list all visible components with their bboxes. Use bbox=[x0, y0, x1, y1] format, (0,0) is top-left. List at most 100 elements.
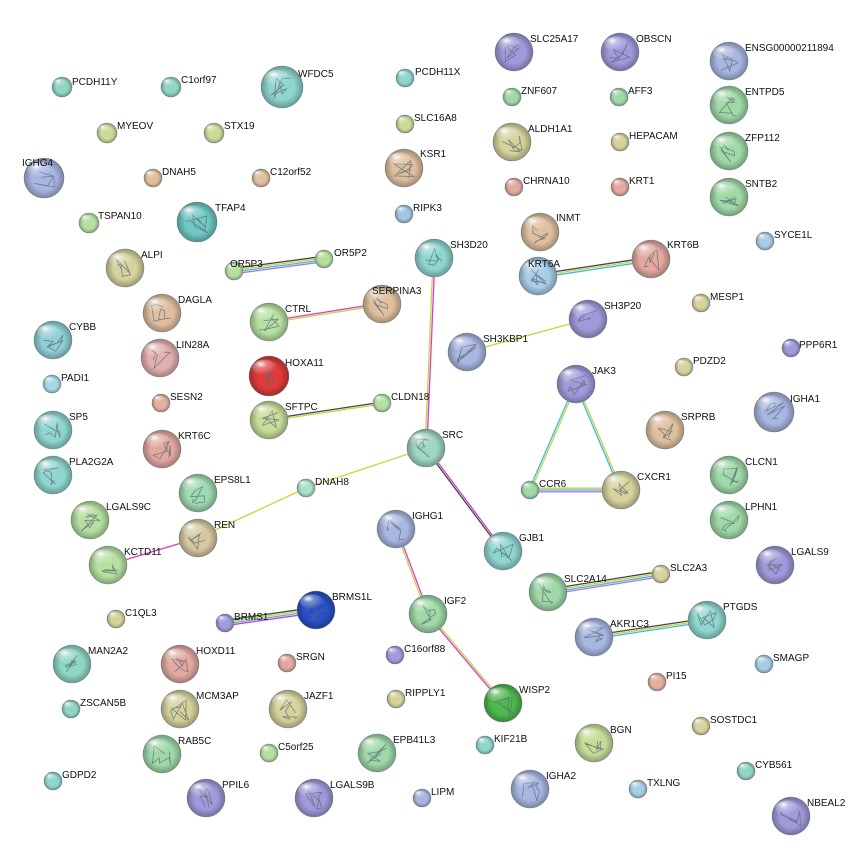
node-igf2[interactable]: IGF2 bbox=[408, 594, 467, 634]
node-ppp6r1[interactable]: PPP6R1 bbox=[781, 338, 838, 358]
node-or5p2[interactable]: OR5P2 bbox=[314, 248, 367, 269]
node-myeov[interactable]: MYEOV bbox=[96, 121, 153, 144]
node-lgals9c[interactable]: LGALS9C bbox=[70, 500, 151, 540]
node-dnah8[interactable]: DNAH8 bbox=[296, 477, 349, 498]
node-clcn1[interactable]: CLCN1 bbox=[709, 455, 778, 495]
node-c5orf25[interactable]: C5orf25 bbox=[259, 742, 314, 763]
node-cyb561[interactable]: CYB561 bbox=[736, 760, 793, 781]
node-alpi[interactable]: ALPI bbox=[105, 248, 163, 288]
node-aldh1a1[interactable]: ALDH1A1 bbox=[492, 122, 573, 162]
node-src[interactable]: SRC bbox=[406, 428, 463, 468]
node-akr1c3[interactable]: AKR1C3 bbox=[574, 617, 649, 657]
node-c1ql3[interactable]: C1QL3 bbox=[106, 608, 157, 629]
node-srprb[interactable]: SRPRB bbox=[645, 410, 716, 450]
node-pcdh11x[interactable]: PCDH11X bbox=[395, 67, 461, 88]
node-sftpc[interactable]: SFTPC bbox=[249, 400, 318, 440]
node-pcdh11y[interactable]: PCDH11Y bbox=[51, 76, 118, 98]
node-nbeal2[interactable]: NBEAL2 bbox=[771, 796, 846, 836]
node-krt6b[interactable]: KRT6B bbox=[631, 239, 699, 279]
node-igha2[interactable]: IGHA2 bbox=[510, 769, 576, 809]
node-slc2a3[interactable]: SLC2A3 bbox=[651, 563, 708, 584]
node-sntb2[interactable]: SNTB2 bbox=[709, 177, 778, 217]
node-mesp1[interactable]: MESP1 bbox=[691, 292, 744, 313]
node-znf607[interactable]: ZNF607 bbox=[502, 86, 558, 107]
node-man2a2[interactable]: MAN2A2 bbox=[52, 644, 128, 684]
node-sh3d20[interactable]: SH3D20 bbox=[414, 238, 488, 278]
node-slc16a8[interactable]: SLC16A8 bbox=[395, 113, 457, 134]
node-igha1[interactable]: IGHA1 bbox=[753, 391, 820, 433]
node-padi1[interactable]: PADI1 bbox=[42, 373, 90, 394]
node-kif21b[interactable]: KIF21B bbox=[475, 734, 528, 755]
node-jazf1[interactable]: JAZF1 bbox=[268, 689, 334, 729]
node-lphn1[interactable]: LPHN1 bbox=[709, 500, 778, 540]
node-ctrl[interactable]: CTRL bbox=[249, 302, 312, 342]
node-chrna10[interactable]: CHRNA10 bbox=[504, 176, 570, 197]
node-ptgds[interactable]: PTGDS bbox=[687, 600, 758, 640]
node-stx19[interactable]: STX19 bbox=[203, 121, 255, 144]
node-krt6a[interactable]: KRT6A bbox=[518, 256, 560, 296]
node-entpd5[interactable]: ENTPD5 bbox=[709, 85, 785, 125]
node-sh3kbp1[interactable]: SH3KBP1 bbox=[447, 332, 528, 372]
node-lgals9[interactable]: LGALS9 bbox=[755, 545, 829, 585]
node-cxcr1[interactable]: CXCR1 bbox=[601, 470, 671, 510]
node-rab5c[interactable]: RAB5C bbox=[142, 734, 211, 774]
node-zfp112[interactable]: ZFP112 bbox=[709, 131, 780, 171]
node-syce1l[interactable]: SYCE1L bbox=[755, 230, 813, 251]
node-smagp[interactable]: SMAGP bbox=[754, 653, 809, 674]
node-ighg4[interactable]: IGHG4 bbox=[22, 157, 65, 199]
node-srgn[interactable]: SRGN bbox=[277, 652, 325, 673]
node-c12orf52[interactable]: C12orf52 bbox=[251, 167, 312, 188]
node-krt1[interactable]: KRT1 bbox=[610, 176, 655, 197]
node-mcm3ap[interactable]: MCM3AP bbox=[160, 689, 239, 729]
node-ripply1[interactable]: RIPPLY1 bbox=[386, 688, 446, 709]
node-wisp2[interactable]: WISP2 bbox=[483, 683, 551, 723]
node-slc2a14[interactable]: SLC2A14 bbox=[528, 572, 607, 612]
node-tspan10[interactable]: TSPAN10 bbox=[78, 211, 142, 234]
node-hepacam[interactable]: HEPACAM bbox=[610, 131, 678, 152]
node-tfap4[interactable]: TFAP4 bbox=[176, 201, 246, 243]
node-ighg1[interactable]: IGHG1 bbox=[376, 509, 444, 549]
node-lin28a[interactable]: LIN28A bbox=[140, 338, 210, 378]
node-lipm[interactable]: LIPM bbox=[412, 787, 454, 808]
node-brms1[interactable]: BRMS1 bbox=[215, 612, 269, 633]
node-ksr1[interactable]: KSR1 bbox=[384, 148, 447, 188]
node-ccr6[interactable]: CCR6 bbox=[520, 479, 567, 500]
node-slc25a17[interactable]: SLC25A17 bbox=[494, 32, 579, 72]
node-wfdc5[interactable]: WFDC5 bbox=[260, 65, 334, 109]
node-cldn18[interactable]: CLDN18 bbox=[372, 392, 430, 413]
node-gdpd2[interactable]: GDPD2 bbox=[43, 770, 97, 791]
node-brms1l[interactable]: BRMS1L bbox=[296, 590, 372, 630]
node-pla2g2a[interactable]: PLA2G2A bbox=[33, 455, 114, 495]
node-sh3p20[interactable]: SH3P20 bbox=[568, 299, 642, 339]
node-hoxa11[interactable]: HOXA11 bbox=[248, 355, 324, 397]
node-ppil6[interactable]: PPIL6 bbox=[186, 778, 250, 818]
node-c16orf88[interactable]: C16orf88 bbox=[385, 644, 446, 665]
node-txlng[interactable]: TXLNG bbox=[628, 778, 681, 799]
node-zscan5b[interactable]: ZSCAN5B bbox=[61, 698, 126, 719]
node-sesn2[interactable]: SESN2 bbox=[151, 392, 203, 413]
node-inmt[interactable]: INMT bbox=[520, 212, 580, 252]
node-eps8l1[interactable]: EPS8L1 bbox=[178, 473, 251, 513]
node-sostdc1[interactable]: SOSTDC1 bbox=[691, 715, 758, 736]
node-c1orf97[interactable]: C1orf97 bbox=[160, 75, 217, 98]
node-aff3[interactable]: AFF3 bbox=[609, 86, 653, 107]
node-ren[interactable]: REN bbox=[178, 518, 235, 558]
node-jak3[interactable]: JAK3 bbox=[556, 364, 616, 404]
node-cybb[interactable]: CYBB bbox=[33, 320, 97, 360]
node-hoxd11[interactable]: HOXD11 bbox=[160, 644, 236, 684]
node-epb41l3[interactable]: EPB41L3 bbox=[357, 733, 436, 773]
node-pi15[interactable]: PI15 bbox=[647, 671, 687, 692]
node-serpina3[interactable]: SERPINA3 bbox=[362, 284, 422, 324]
node-krt6c[interactable]: KRT6C bbox=[142, 429, 211, 469]
node-kctd11[interactable]: KCTD11 bbox=[88, 545, 162, 585]
node-sp5[interactable]: SP5 bbox=[33, 410, 88, 450]
node-gjb1[interactable]: GJB1 bbox=[483, 531, 544, 571]
node-ripk3[interactable]: RIPK3 bbox=[394, 203, 442, 224]
node-or5p3[interactable]: OR5P3 bbox=[224, 259, 263, 281]
node-dagla[interactable]: DAGLA bbox=[142, 293, 212, 333]
node-bgn[interactable]: BGN bbox=[574, 723, 632, 763]
node-lgals9b[interactable]: LGALS9B bbox=[294, 778, 375, 818]
node-ensg00000211894[interactable]: ENSG00000211894 bbox=[709, 41, 834, 81]
node-dnah5[interactable]: DNAH5 bbox=[143, 167, 196, 188]
node-pdzd2[interactable]: PDZD2 bbox=[674, 356, 726, 377]
